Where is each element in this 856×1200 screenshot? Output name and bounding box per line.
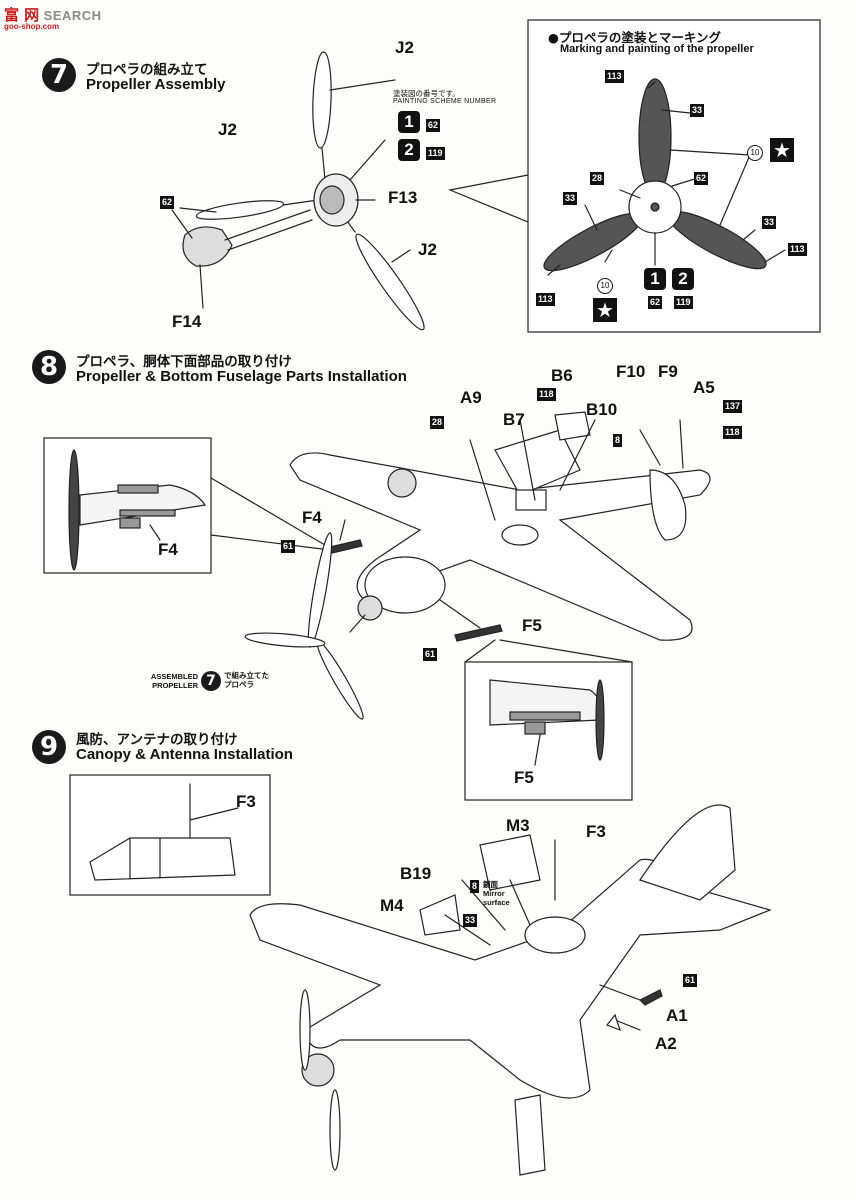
- marking-title-jp: ●プロペラの塗装とマーキング: [548, 30, 722, 45]
- assembled-jp-line2: プロペラ: [224, 680, 254, 689]
- color-62-spinner: 62: [160, 196, 175, 209]
- label-j2-left: J2: [218, 120, 237, 139]
- marking-color-33-left: 33: [563, 192, 578, 205]
- mark-blade-top: [638, 78, 672, 196]
- marking-color-33-right: 33: [762, 216, 777, 229]
- watermark-search: SEARCH: [43, 8, 102, 23]
- label-f5: F5: [522, 616, 542, 635]
- plane-8-body: [289, 452, 711, 641]
- label-a1: A1: [666, 1006, 688, 1025]
- label-a9: A9: [460, 388, 482, 407]
- label-j2-top: J2: [395, 38, 414, 57]
- step-8-number: 8: [32, 350, 66, 384]
- label-a5: A5: [693, 378, 715, 397]
- label-f4: F4: [302, 508, 322, 527]
- step9-color-33: 33: [463, 914, 478, 927]
- marking-color-62: 62: [694, 172, 709, 185]
- marking-color-28: 28: [590, 172, 605, 185]
- step-9-title-en: Canopy & Antenna Installation: [76, 746, 293, 763]
- step-7-number: 7: [42, 58, 76, 92]
- spinner-f14: [182, 226, 233, 267]
- marking-color-113-top: 113: [605, 70, 624, 83]
- step-8-title-en: Propeller & Bottom Fuselage Parts Instal…: [76, 368, 407, 385]
- step8-color-137: 137: [723, 400, 743, 413]
- step-9-number: 9: [32, 730, 66, 764]
- label-f3-inset: F3: [236, 792, 256, 811]
- assembled-en-line2: PROPELLER: [152, 681, 198, 690]
- marking-color-119: 119: [674, 296, 693, 309]
- marking-decal-10-top: 10: [747, 145, 763, 161]
- assembled-en-line1: ASSEMBLED: [150, 672, 198, 681]
- step8-color-61-f5: 61: [423, 648, 438, 661]
- mirror-jp: 鏡面: [483, 880, 498, 889]
- step8-color-118-top: 118: [537, 388, 556, 401]
- label-f5-inset: F5: [514, 768, 534, 787]
- marking-star-top-icon: ★: [770, 138, 794, 162]
- assembled-note-jp: で組み立てた プロペラ: [224, 671, 269, 689]
- watermark-brand: 富 网: [4, 7, 40, 24]
- label-f9: F9: [658, 362, 678, 381]
- label-f14: F14: [172, 312, 202, 331]
- label-b6: B6: [551, 366, 573, 385]
- step-7-title-en: Propeller Assembly: [86, 76, 226, 93]
- label-f4-inset: F4: [158, 540, 178, 559]
- step9-color-8: 8: [470, 880, 480, 893]
- label-b7: B7: [503, 410, 525, 429]
- marking-color-113-right: 113: [788, 243, 807, 256]
- marking-decal-10-bottom: 10: [597, 278, 613, 294]
- scheme-2-color: 119: [426, 147, 445, 160]
- label-b10: B10: [586, 400, 618, 419]
- marking-color-62-bottom: 62: [648, 296, 663, 309]
- watermark-url: goo-shop.com: [4, 22, 60, 31]
- marking-color-33-top: 33: [690, 104, 705, 117]
- blade-left: [195, 200, 285, 220]
- assembled-note-en: ASSEMBLED PROPELLER: [136, 672, 198, 690]
- blade-top: [312, 51, 332, 149]
- scheme-2-badge: 2: [398, 139, 420, 161]
- mirror-en-line2: surface: [483, 898, 510, 907]
- step-8-title-jp: プロペラ、胴体下面部品の取り付け: [76, 354, 292, 370]
- marking-star-bottom-icon: ★: [593, 298, 617, 322]
- assembled-jp-line1: で組み立てた: [224, 671, 269, 680]
- blade-right: [355, 233, 425, 331]
- label-m3: M3: [506, 816, 530, 835]
- step-7-title-jp: プロペラの組み立て: [86, 62, 208, 78]
- marking-scheme-1: 1: [644, 268, 666, 290]
- label-a2: A2: [655, 1034, 677, 1053]
- label-j2-right: J2: [418, 240, 437, 259]
- step8-color-61-f4: 61: [281, 540, 296, 553]
- label-f13: F13: [388, 188, 418, 207]
- scheme-1-badge: 1: [398, 111, 420, 133]
- step8-color-8: 8: [613, 434, 623, 447]
- marking-color-113-left: 113: [536, 293, 555, 306]
- label-m4: M4: [380, 896, 404, 915]
- plane-9-body: [249, 858, 772, 1099]
- mirror-en-line1: Mirror: [483, 889, 505, 898]
- label-b19: B19: [400, 864, 432, 883]
- scheme-note-en: PAINTING SCHEME NUMBER: [393, 98, 497, 105]
- marking-title-en: Marking and painting of the propeller: [560, 43, 754, 55]
- mirror-note: 鏡面 Mirror surface: [483, 880, 510, 907]
- marking-scheme-2: 2: [672, 268, 694, 290]
- scheme-note-jp: 塗装図の番号です。: [393, 89, 460, 98]
- assembled-step-ref: 7: [201, 671, 221, 691]
- step-9-title-jp: 風防、アンテナの取り付け: [76, 732, 238, 748]
- label-f10: F10: [616, 362, 646, 381]
- label-f3: F3: [586, 822, 606, 841]
- scheme-1-color: 62: [426, 119, 441, 132]
- step9-color-61: 61: [683, 974, 698, 987]
- step8-color-118-tail: 118: [723, 426, 742, 439]
- step8-color-28: 28: [430, 416, 445, 429]
